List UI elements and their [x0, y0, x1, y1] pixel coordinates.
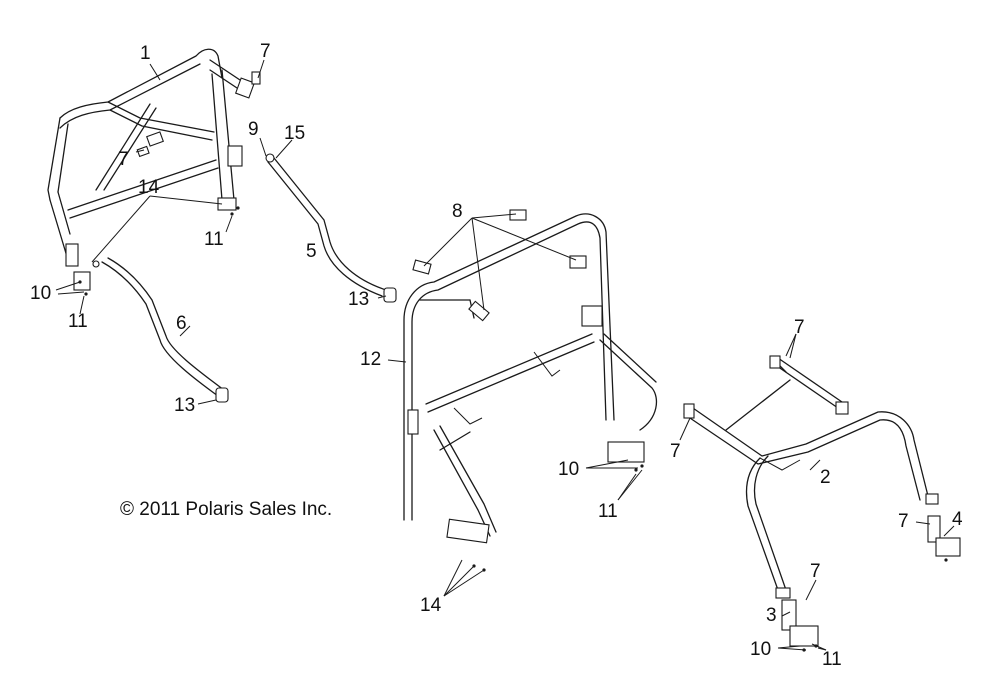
brace-part-5	[265, 153, 397, 303]
callout-11: 11	[204, 229, 224, 250]
cage-part-12	[403, 209, 658, 572]
brace-part-6	[92, 257, 229, 403]
callout-13: 13	[174, 395, 196, 416]
frame-part-2	[683, 355, 961, 652]
callout-4: 4	[952, 509, 963, 530]
callout-12: 12	[360, 349, 382, 370]
callout-7: 7	[118, 149, 129, 170]
callout-7: 7	[794, 317, 805, 338]
callout-9: 9	[248, 119, 259, 140]
callout-11: 11	[822, 649, 842, 670]
callout-7: 7	[810, 561, 821, 582]
callout-8: 8	[452, 201, 463, 222]
callout-13: 13	[348, 289, 370, 310]
callout-11: 11	[68, 311, 88, 332]
callout-7: 7	[670, 441, 681, 462]
callout-1: 1	[140, 43, 151, 64]
callout-15: 15	[284, 123, 306, 144]
callout-5: 5	[306, 241, 317, 262]
callout-6: 6	[176, 313, 187, 334]
callout-10: 10	[750, 639, 772, 660]
callout-11: 11	[598, 501, 618, 522]
callout-10: 10	[30, 283, 52, 304]
callout-14: 14	[138, 177, 160, 198]
callout-10: 10	[558, 459, 580, 480]
callout-7: 7	[260, 41, 271, 62]
callout-14: 14	[420, 595, 442, 616]
callout-2: 2	[820, 467, 831, 488]
callout-3: 3	[766, 605, 777, 626]
copyright-notice: © 2011 Polaris Sales Inc.	[120, 499, 333, 520]
frame-part-1	[47, 48, 261, 296]
leader-lines	[55, 59, 955, 651]
callout-7: 7	[898, 511, 909, 532]
